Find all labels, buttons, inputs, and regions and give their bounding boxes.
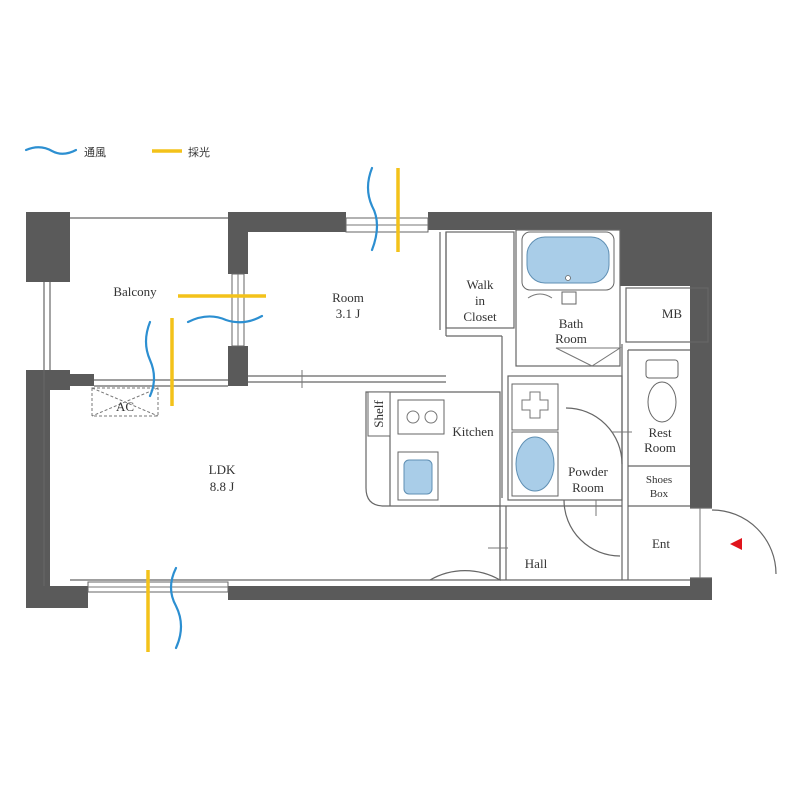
entrance-label: Ent — [652, 536, 670, 551]
hall-label: Hall — [525, 556, 548, 571]
washer-pan — [511, 383, 559, 431]
toilet-tank — [645, 359, 679, 379]
room-size-label: 3.1 J — [336, 306, 361, 321]
shelf-unit — [367, 391, 391, 437]
bath-door — [555, 347, 622, 367]
ac-unit — [91, 387, 159, 417]
powder-door-swing — [563, 499, 621, 557]
bath-label-1: Bath — [559, 316, 584, 331]
closet-label-3: Closet — [463, 309, 497, 324]
room-labels: Balcony Room 3.1 J Walk in Closet Bath R… — [113, 277, 682, 571]
hall-door-swing — [429, 510, 501, 582]
toilet-bowl — [647, 381, 677, 423]
ldk-name-label: LDK — [209, 462, 236, 477]
restroom-label-1: Rest — [648, 425, 672, 440]
kitchen-sink-water — [403, 459, 433, 495]
kitchen-label: Kitchen — [452, 424, 494, 439]
room-name-label: Room — [332, 290, 364, 305]
daylight-legend-label: 採光 — [188, 145, 210, 159]
closet-label-2: in — [475, 293, 486, 308]
ldk-size-label: 8.8 J — [210, 479, 235, 494]
powder-label-2: Room — [572, 480, 604, 495]
ventilation-legend-label: 通風 — [84, 146, 106, 159]
balcony-label: Balcony — [113, 284, 157, 299]
airflow-light-indicators — [144, 166, 400, 652]
ventilation-ldk-south-icon — [169, 566, 183, 650]
doors — [301, 347, 777, 582]
restroom-door-swing — [565, 407, 623, 465]
windows — [87, 217, 429, 593]
partitions — [43, 217, 712, 586]
entrance-marker-icon — [730, 538, 742, 550]
shelf-label: Shelf — [371, 400, 386, 428]
ventilation-legend-icon — [24, 146, 78, 155]
ventilation-ldk-north-icon — [144, 320, 156, 398]
ventilation-top-icon — [366, 166, 379, 252]
ventilation-room-west-icon — [186, 314, 264, 324]
shoes-box-label-1: Shoes — [646, 474, 672, 486]
legend: 通風 採光 — [24, 145, 210, 159]
powder-label-1: Powder — [568, 464, 608, 479]
restroom-label-2: Room — [644, 440, 676, 455]
closet-label-1: Walk — [466, 277, 494, 292]
shoes-box-label-2: Box — [650, 488, 669, 500]
ac-label: AC — [116, 399, 134, 414]
mb-label: MB — [662, 306, 683, 321]
entrance-door-swing — [711, 509, 777, 575]
stove — [397, 399, 445, 435]
bathtub-water — [526, 236, 610, 284]
walls — [26, 212, 712, 608]
fixtures — [91, 231, 742, 550]
basin — [515, 436, 555, 492]
bath-label-2: Room — [555, 331, 587, 346]
